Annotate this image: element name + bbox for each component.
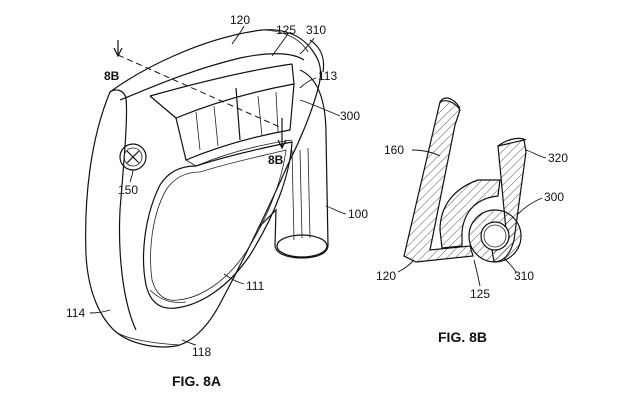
cavity — [142, 141, 293, 309]
label-111: 111 — [246, 279, 265, 293]
caption-fig-8a: FIG. 8A — [172, 373, 221, 389]
label-125: 125 — [276, 23, 296, 37]
label-100: 100 — [348, 207, 368, 221]
section-marker-bottom: 8B — [268, 153, 284, 167]
label-310: 310 — [514, 269, 534, 283]
lead-lines-8a — [89, 25, 347, 346]
label-113: 113 — [318, 69, 337, 83]
label-300: 300 — [544, 190, 564, 204]
label-160: 160 — [384, 143, 404, 157]
insert-ring — [468, 209, 522, 263]
label-120: 120 — [376, 269, 396, 283]
screw — [119, 143, 147, 171]
figure-8a: 120 125 310 113 300 150 100 111 114 118 … — [66, 13, 368, 389]
label-114: 114 — [66, 306, 85, 320]
label-118: 118 — [192, 345, 211, 359]
section-line — [113, 40, 287, 150]
section-lip-125 — [439, 179, 501, 249]
label-320: 320 — [548, 151, 568, 165]
section-marker-top: 8B — [104, 69, 120, 83]
caption-fig-8b: FIG. 8B — [438, 329, 487, 345]
figure-8b: 160 320 300 120 125 310 FIG. 8B — [376, 97, 568, 345]
section-wall-160 — [403, 97, 474, 263]
label-150: 150 — [118, 183, 138, 197]
label-310: 310 — [306, 23, 326, 37]
label-300: 300 — [340, 109, 360, 123]
label-125: 125 — [470, 287, 490, 301]
top-rail-insert — [119, 53, 305, 167]
label-120: 120 — [230, 13, 250, 27]
lead-lines-8b — [397, 149, 547, 287]
hosel — [257, 39, 329, 259]
